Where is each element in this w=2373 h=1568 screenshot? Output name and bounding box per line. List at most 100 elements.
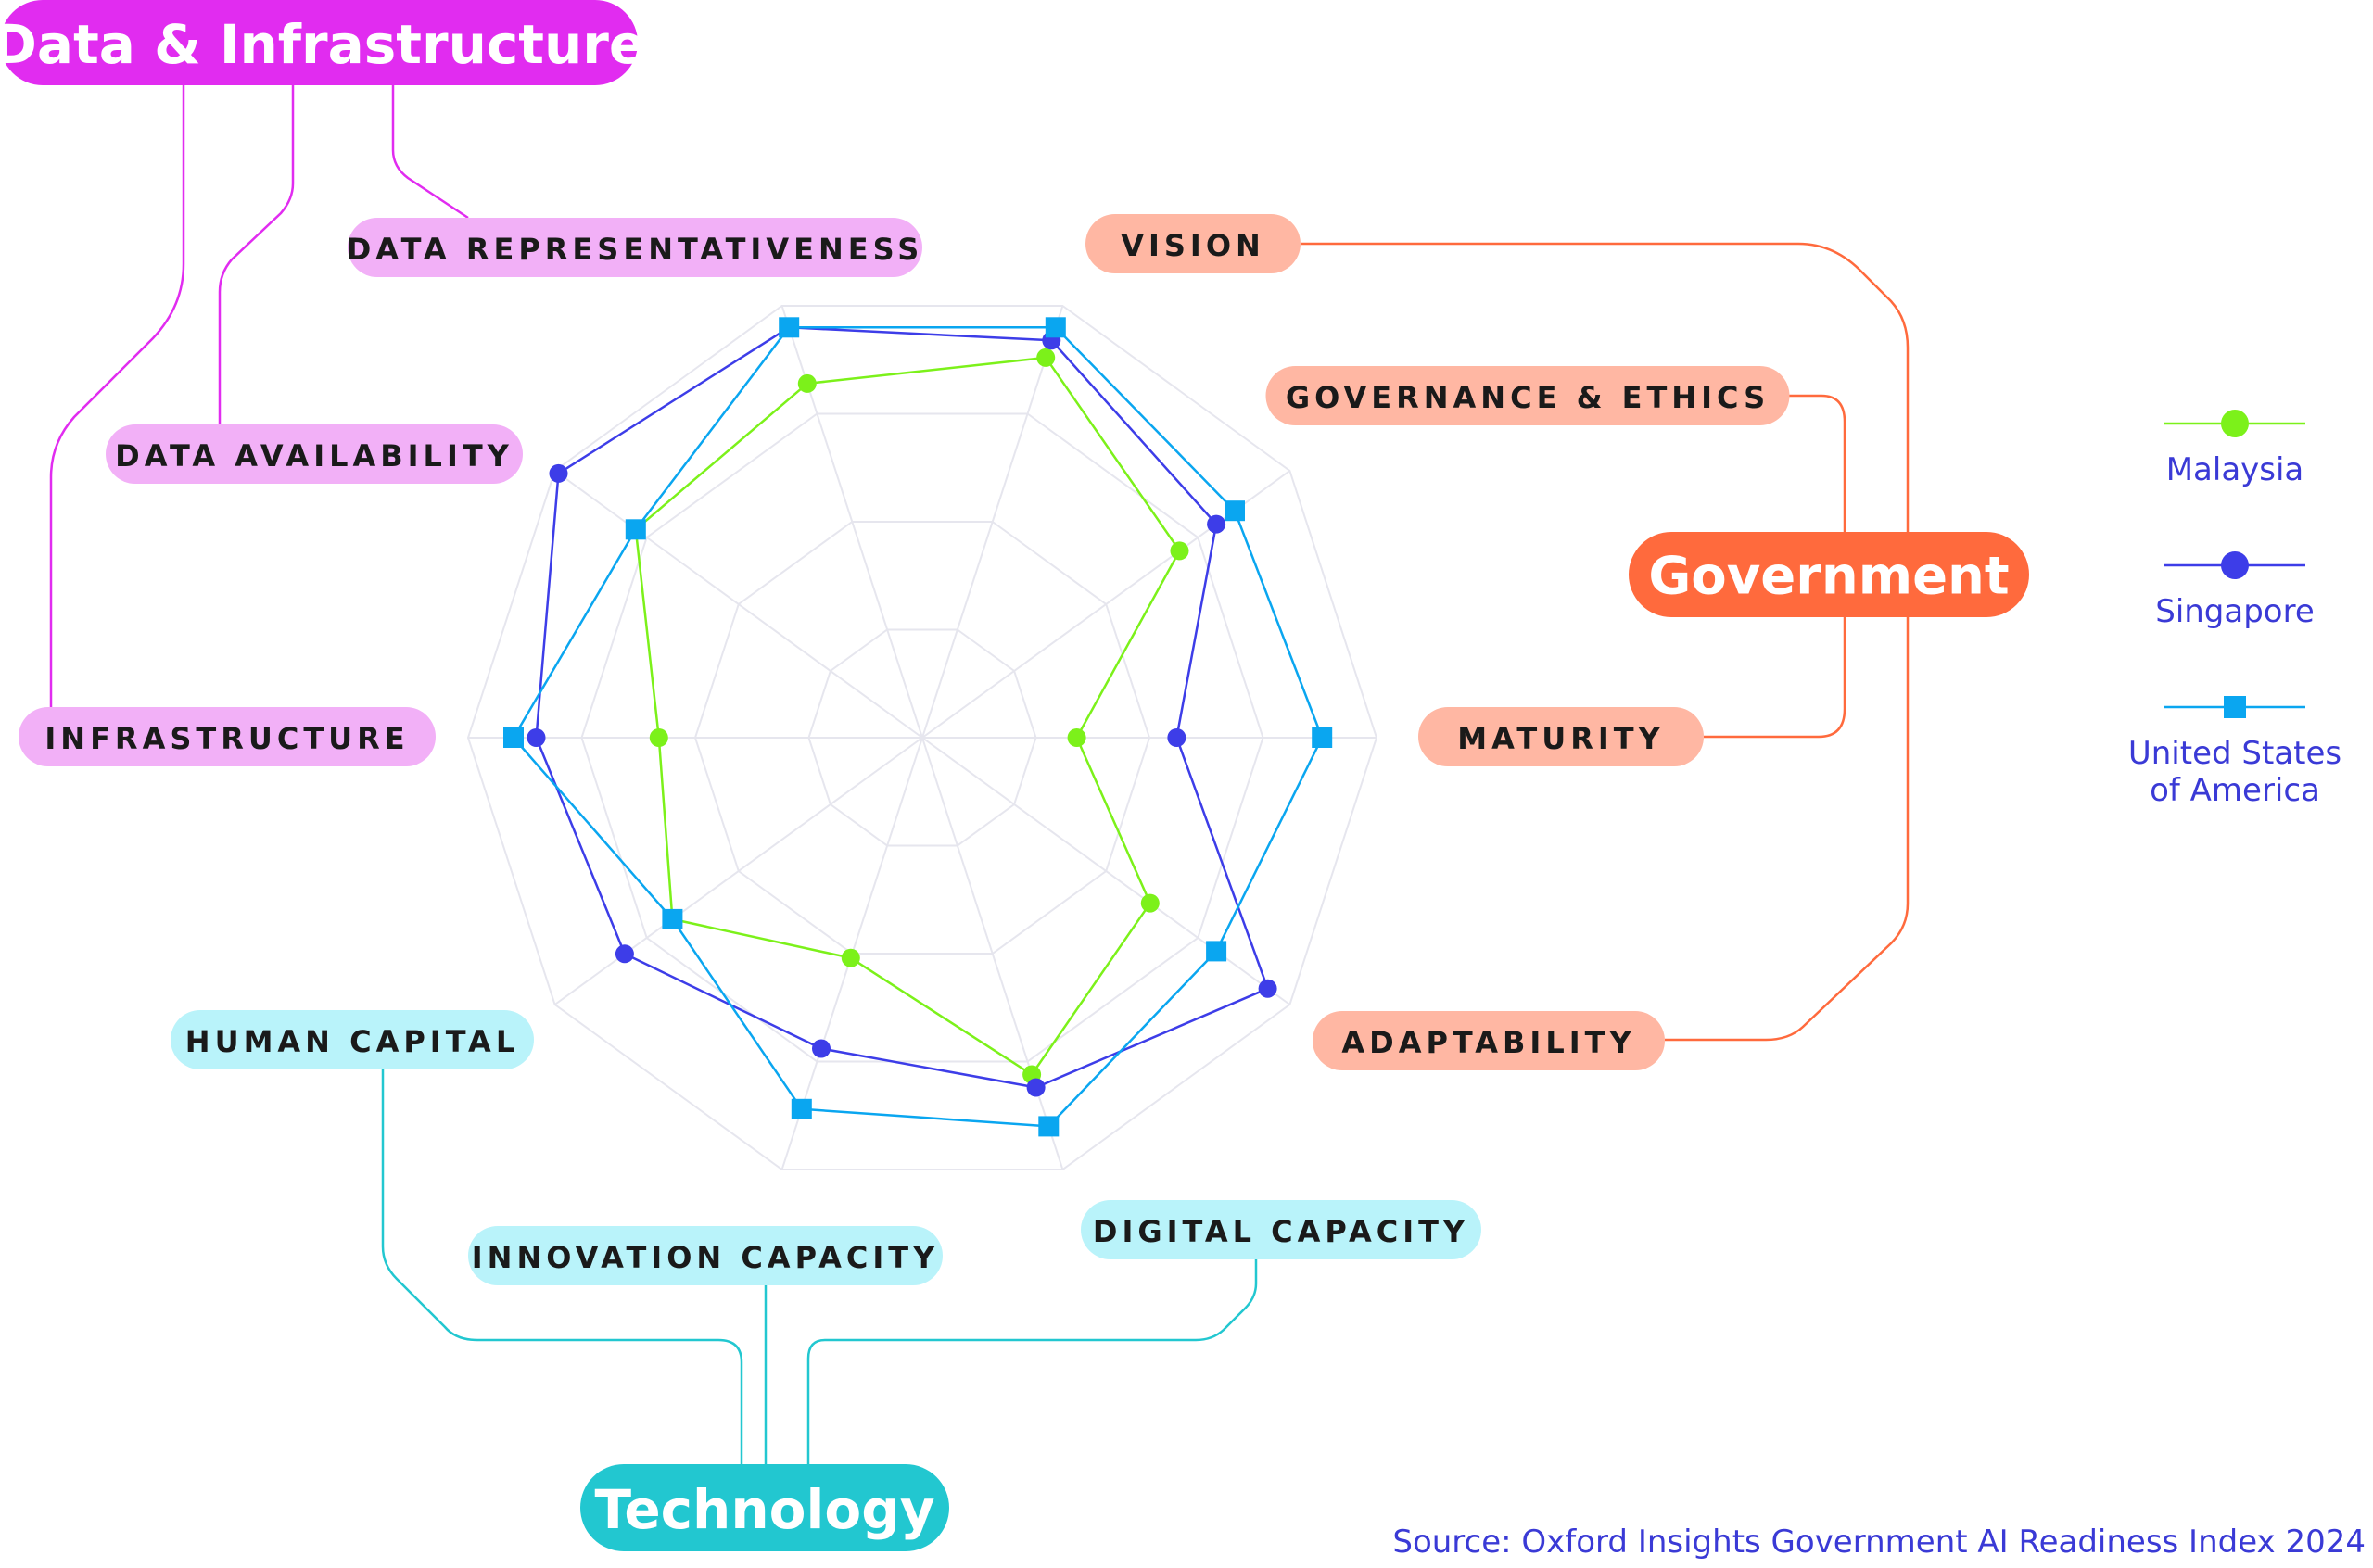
point-united-states-of-america-governance-ethics: [1225, 500, 1245, 522]
axis-labels: VISION GOVERNANCE & ETHICS MATURITY ADAPTAB…: [19, 214, 1790, 1285]
connector-data-infrastructure-3: [391, 85, 469, 220]
point-malaysia-innovation-capacity: [841, 948, 860, 967]
point-singapore-infrastructure: [527, 728, 546, 747]
source-note: Source: Oxford Insights Government AI Re…: [1392, 1524, 2366, 1561]
series-united-states-of-america: [503, 317, 1333, 1137]
series-line-united-states-of-america: [512, 326, 1324, 1128]
connector-government-1: [1301, 242, 1910, 533]
axis-label-human-capital: HUMAN CAPITAL: [171, 1010, 534, 1069]
axis-label-text: MATURITY: [1457, 721, 1664, 756]
legend-label-line: United States: [2128, 735, 2341, 772]
group-label-technology: Technology: [580, 1464, 949, 1551]
axis-label-pill: [1081, 1200, 1481, 1259]
axis-label-pill: [1085, 214, 1301, 273]
axis-label-text: HUMAN CAPITAL: [185, 1024, 519, 1059]
axis-label-pill: [468, 1226, 943, 1285]
point-united-states-of-america-data-representativeness: [779, 317, 800, 338]
legend-label-line: Singapore: [2155, 593, 2315, 630]
series-layer: [503, 317, 1333, 1137]
axis-label-innovation-capacity: INNOVATION CAPACITY: [468, 1226, 943, 1285]
series-singapore: [527, 318, 1277, 1097]
grid-spoke-vision: [921, 305, 1064, 739]
axis-label-infrastructure: INFRASTRUCTURE: [19, 707, 436, 766]
legend-marker: [2221, 410, 2249, 437]
group-label-text: Data & Infrastructure: [0, 13, 645, 76]
grid-spoke-adaptability: [921, 737, 1290, 1005]
series-line-singapore: [535, 326, 1269, 1089]
connector-government-4: [1665, 616, 1910, 1042]
point-singapore-data-availability: [549, 463, 568, 483]
grid-spoke-data-availability: [554, 470, 923, 739]
legend-label-line: Malaysia: [2166, 451, 2304, 488]
point-united-states-of-america-human-capital: [662, 908, 683, 929]
point-singapore-adaptability: [1258, 979, 1277, 998]
point-singapore-innovation-capacity: [812, 1039, 831, 1058]
legend-marker: [2224, 696, 2246, 718]
point-singapore-human-capital: [615, 944, 634, 964]
axis-label-pill: [1313, 1011, 1665, 1070]
axis-label-pill: [348, 218, 922, 277]
point-malaysia-vision: [1036, 348, 1056, 367]
point-singapore-governance-ethics: [1207, 514, 1226, 534]
group-label-pill: [0, 0, 638, 85]
connector-government-3: [1704, 616, 1846, 739]
axis-label-vision: VISION: [1085, 214, 1301, 273]
grid-spoke-human-capital: [554, 737, 923, 1005]
point-united-states-of-america-digital-capacity: [1038, 1116, 1060, 1137]
axis-label-text: DATA AVAILABILITY: [115, 438, 514, 474]
axis-label-maturity: MATURITY: [1418, 707, 1704, 766]
axis-label-text: VISION: [1121, 228, 1265, 263]
axis-label-pill: [1265, 366, 1790, 425]
group-connectors: [49, 85, 1910, 1467]
series-malaysia: [626, 348, 1189, 1084]
point-united-states-of-america-data-availability: [625, 519, 646, 540]
point-malaysia-data-representativeness: [797, 373, 817, 393]
axis-label-data-availability: DATA AVAILABILITY: [106, 424, 523, 484]
point-singapore-maturity: [1167, 728, 1186, 747]
radar-grid: [466, 305, 1378, 1170]
axis-label-governance-ethics: GOVERNANCE & ETHICS: [1265, 366, 1790, 425]
connector-government-2: [1789, 394, 1846, 533]
axis-label-digital-capacity: DIGITAL CAPACITY: [1081, 1200, 1481, 1259]
point-united-states-of-america-maturity: [1312, 727, 1333, 748]
axis-label-pill: [106, 424, 523, 484]
legend-label: Singapore: [2155, 593, 2315, 630]
legend-item-singapore: Singapore: [2155, 551, 2315, 630]
axis-label-pill: [19, 707, 436, 766]
group-label-data-infrastructure: Data & Infrastructure: [0, 0, 645, 85]
point-malaysia-maturity: [1067, 728, 1086, 747]
connector-technology-3: [806, 1259, 1258, 1467]
point-malaysia-governance-ethics: [1170, 541, 1189, 561]
axis-label-text: GOVERNANCE & ETHICS: [1286, 380, 1770, 415]
axis-label-pill: [1418, 707, 1704, 766]
axis-label-pill: [171, 1010, 534, 1069]
grid-spoke-digital-capacity: [921, 737, 1064, 1170]
group-label-text: Technology: [594, 1478, 934, 1541]
point-singapore-digital-capacity: [1026, 1078, 1046, 1097]
axis-label-text: DATA REPRESENTATIVENESS: [347, 232, 924, 267]
legend-label-line: of America: [2150, 772, 2320, 809]
point-united-states-of-america-adaptability: [1206, 941, 1227, 962]
point-united-states-of-america-infrastructure: [503, 727, 524, 748]
point-united-states-of-america-vision: [1045, 317, 1066, 338]
point-malaysia-infrastructure: [649, 728, 668, 747]
legend-item-malaysia: Malaysia: [2164, 410, 2305, 488]
connector-data-infrastructure-1: [49, 85, 185, 707]
group-label-pill: [580, 1464, 949, 1551]
axis-label-adaptability: ADAPTABILITY: [1313, 1011, 1665, 1070]
legend-marker: [2221, 551, 2249, 579]
axis-label-text: ADAPTABILITY: [1341, 1025, 1635, 1060]
connector-technology-1: [381, 1069, 743, 1467]
group-label-government: Government: [1629, 532, 2029, 617]
group-label-text: Government: [1648, 547, 2009, 607]
point-malaysia-adaptability: [1140, 893, 1160, 913]
axis-label-text: DIGITAL CAPACITY: [1093, 1214, 1469, 1249]
axis-label-text: INNOVATION CAPACITY: [472, 1240, 939, 1275]
axis-label-text: INFRASTRUCTURE: [44, 721, 409, 756]
